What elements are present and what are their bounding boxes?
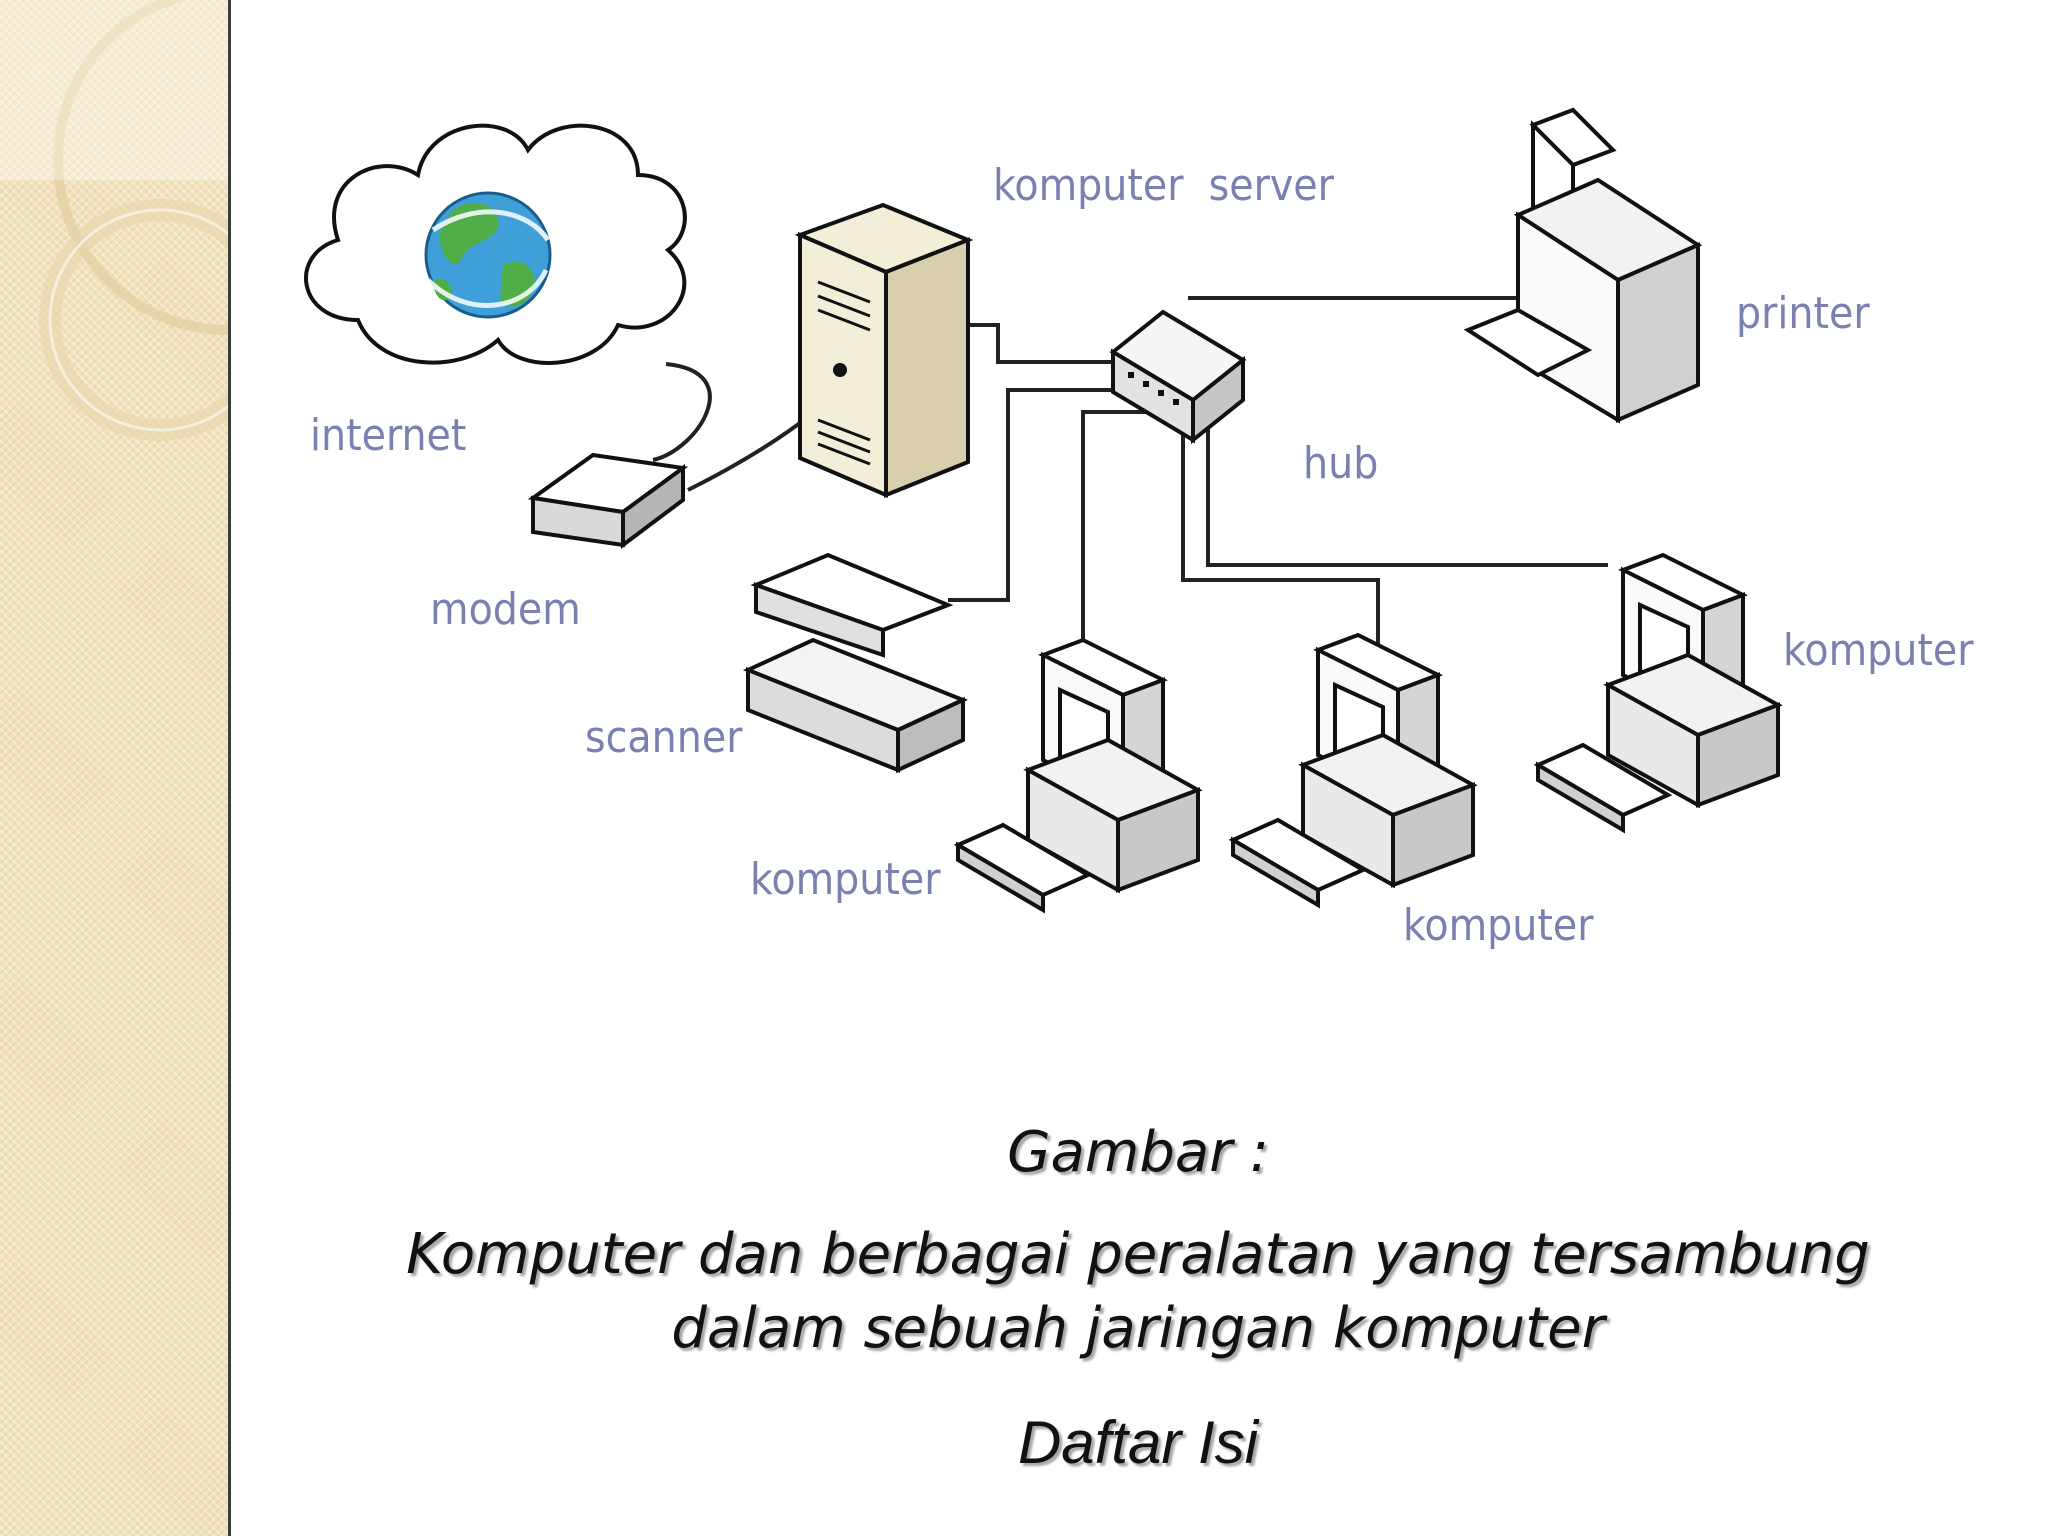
printer-icon bbox=[1463, 107, 1703, 424]
label-server: komputer server bbox=[993, 160, 1335, 211]
caption-title: Gambar : bbox=[1007, 1120, 1269, 1185]
modem-icon bbox=[527, 452, 689, 549]
caption-line-2: dalam sebuah jaringan komputer bbox=[671, 1296, 1605, 1361]
edge-server-hub bbox=[961, 323, 1118, 364]
label-hub: hub bbox=[1303, 438, 1378, 489]
label-pc3: komputer bbox=[1783, 625, 1974, 676]
edge-hub-pc3 bbox=[1206, 412, 1608, 567]
toc-link[interactable]: Daftar Isi bbox=[1017, 1409, 1259, 1476]
sidebar-decoration bbox=[0, 0, 403, 1536]
caption-line-1: Komputer dan berbagai peralatan yang ter… bbox=[406, 1222, 1870, 1287]
pc1-icon bbox=[953, 637, 1203, 914]
edge-hub-scanner bbox=[948, 388, 1128, 602]
network-diagram: internet modem komputer server hub print… bbox=[303, 107, 1974, 951]
hub-icon bbox=[1109, 309, 1247, 445]
label-scanner: scanner bbox=[585, 712, 743, 763]
label-internet: internet bbox=[310, 410, 466, 461]
edge-hub-pc1 bbox=[1081, 410, 1158, 650]
server-icon bbox=[794, 202, 974, 499]
label-printer: printer bbox=[1736, 288, 1870, 339]
internet-cloud-icon bbox=[303, 123, 687, 365]
decorative-circles bbox=[0, 0, 403, 441]
edge-hub-pc2 bbox=[1181, 412, 1380, 650]
pc3-icon bbox=[1533, 552, 1783, 834]
label-pc2: komputer bbox=[1403, 900, 1594, 951]
edge-internet-modem bbox=[652, 362, 712, 462]
pc2-icon bbox=[1228, 632, 1478, 909]
scanner-icon bbox=[742, 552, 969, 774]
caption-body: Komputer dan berbagai peralatan yang ter… bbox=[228, 1218, 2048, 1366]
label-pc1: komputer bbox=[750, 854, 941, 905]
label-modem: modem bbox=[430, 584, 581, 635]
